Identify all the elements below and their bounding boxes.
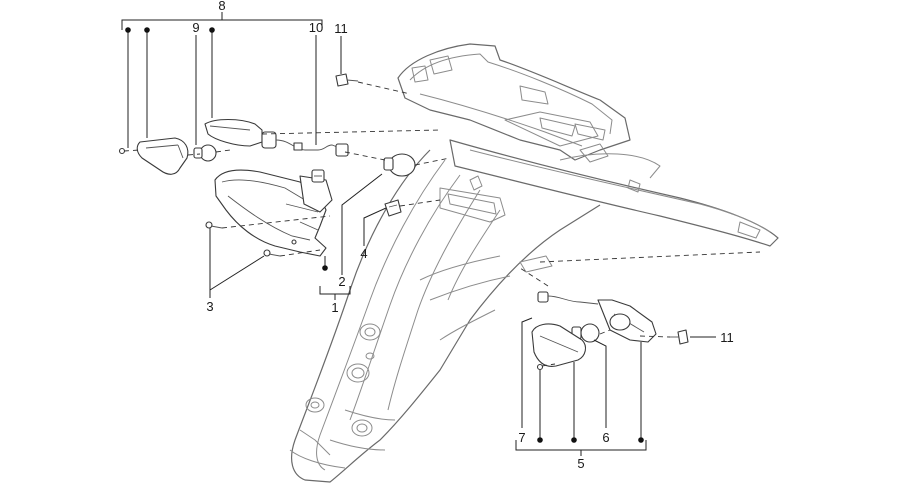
callout-11-left: 11 — [334, 21, 348, 36]
callout-1: 1 — [331, 300, 338, 315]
right-mounting-bolt — [670, 329, 689, 345]
right-turn-signal-housing — [537, 291, 657, 343]
right-turn-signal-lens — [531, 323, 587, 367]
callout-10: 10 — [309, 20, 323, 35]
left-screw-small — [118, 147, 126, 155]
callout-8: 8 — [218, 0, 225, 13]
callout-5: 5 — [577, 456, 584, 471]
tail-light-screw-b — [263, 249, 281, 257]
callout-labels: 8 9 10 11 2 1 3 4 7 6 5 11 — [192, 0, 733, 471]
callout-2: 2 — [338, 274, 345, 289]
left-turn-signal-lens — [136, 137, 189, 175]
callout-leaders — [121, 12, 716, 456]
left-turn-signal-housing — [204, 118, 349, 157]
left-mounting-bolt — [335, 73, 359, 87]
tail-light-assembly — [214, 169, 333, 257]
bulb-socket-clip — [384, 199, 402, 217]
callout-11-right: 11 — [720, 330, 734, 345]
explosion-dash-lines — [123, 81, 761, 367]
callout-7: 7 — [518, 430, 525, 445]
callout-4: 4 — [360, 246, 367, 261]
right-screw-small — [536, 363, 544, 371]
callout-3: 3 — [206, 299, 213, 314]
rear-fender-assembly — [289, 43, 779, 483]
tail-light-screw-a — [205, 221, 223, 229]
left-turn-signal-bulb — [193, 144, 217, 162]
tail-light-bulb — [383, 153, 416, 177]
callout-9: 9 — [192, 20, 199, 35]
callout-6: 6 — [602, 430, 609, 445]
